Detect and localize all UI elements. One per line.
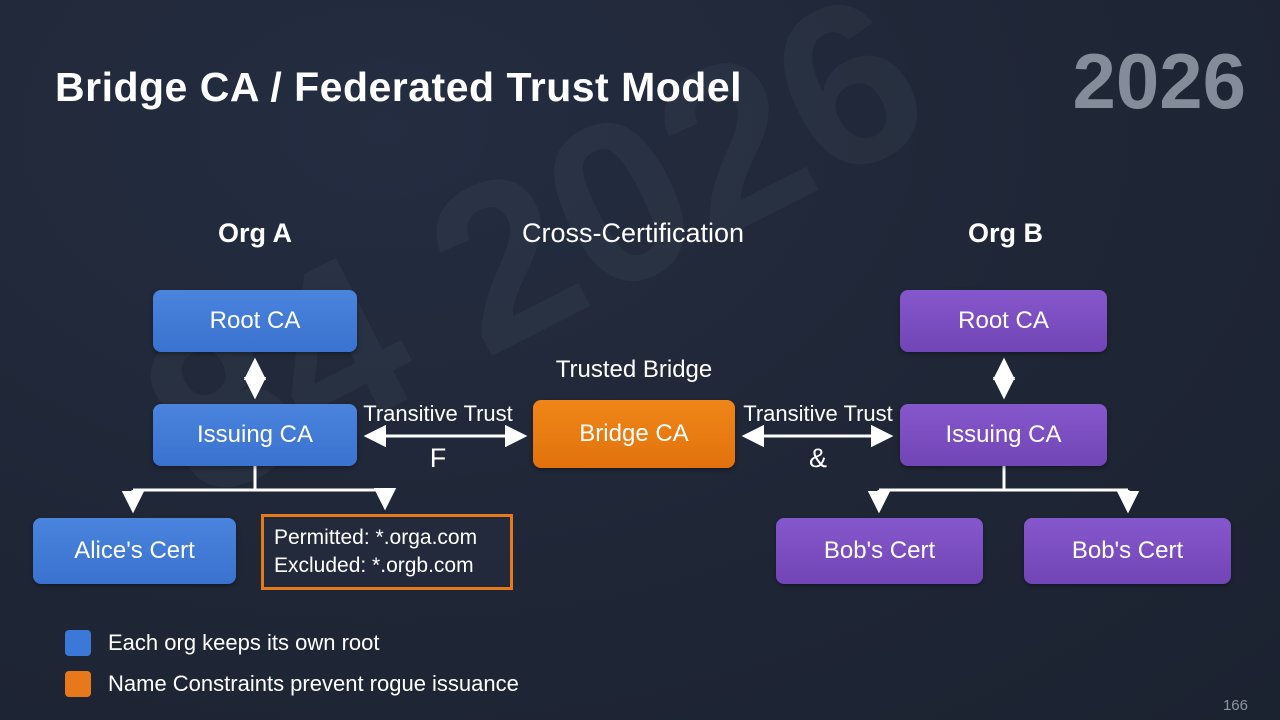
org-b-issuing-ca-box: Issuing CA — [900, 404, 1107, 466]
left-transitive-trust-label: Transitive Trust — [363, 401, 513, 426]
legend-label: Name Constraints prevent rogue issuance — [108, 671, 519, 696]
legend-swatch-orange — [65, 671, 91, 697]
right-link-sub-label: & — [808, 443, 827, 473]
name-constraints-box: Permitted: *.orga.com Excluded: *.orgb.c… — [261, 514, 513, 590]
slide-title: Bridge CA / Federated Trust Model — [55, 64, 743, 110]
alice-cert-box: Alice's Cert — [33, 518, 236, 584]
legend-item-name-constraints: Name Constraints prevent rogue issuance — [65, 671, 519, 697]
constraints-excluded-line: Excluded: *.orgb.com — [274, 554, 474, 577]
year-watermark: 2026 — [1072, 37, 1246, 125]
trusted-bridge-label: Trusted Bridge — [555, 356, 713, 383]
right-transitive-trust-label: Transitive Trust — [743, 401, 893, 426]
org-a-issuing-ca-box: Issuing CA — [153, 404, 357, 466]
bridge-ca-box: Bridge CA — [533, 400, 735, 468]
cross-certification-header: Cross-Certification — [521, 218, 745, 248]
org-a-root-ca-box: Root CA — [153, 290, 357, 352]
legend-swatch-blue — [65, 630, 91, 656]
org-a-header: Org A — [218, 218, 292, 248]
bob-cert-box-1: Bob's Cert — [776, 518, 983, 584]
page-number: 166 — [1222, 697, 1248, 714]
org-b-header: Org B — [967, 218, 1043, 248]
legend-item-own-root: Each org keeps its own root — [65, 630, 379, 656]
org-b-root-ca-box: Root CA — [900, 290, 1107, 352]
constraints-permitted-line: Permitted: *.orga.com — [274, 526, 478, 550]
legend-label: Each org keeps its own root — [108, 630, 380, 655]
left-link-sub-label: F — [429, 443, 447, 473]
bob-cert-box-2: Bob's Cert — [1024, 518, 1231, 584]
